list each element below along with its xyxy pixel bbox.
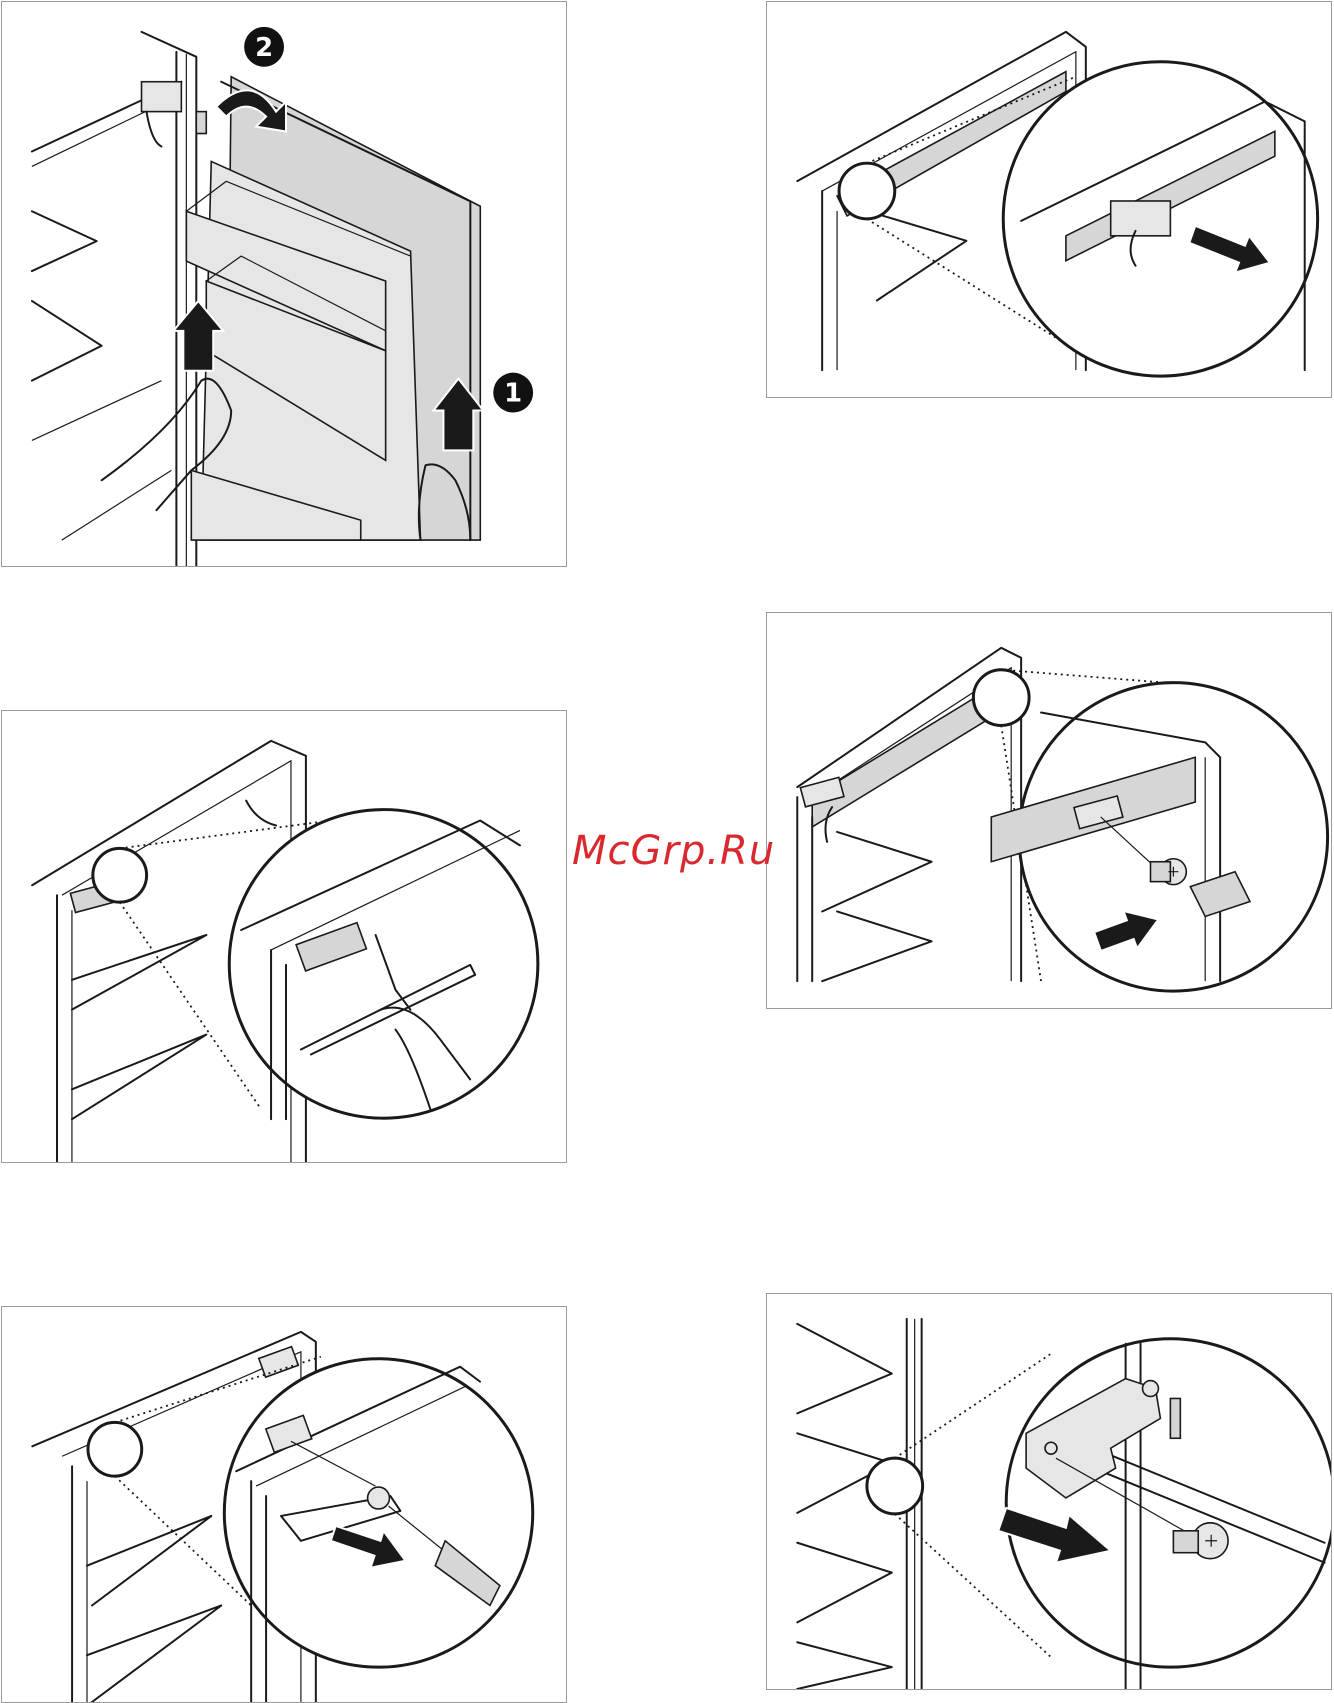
figure-2-remove-cable [766, 1, 1332, 398]
figure-5-unscrew [1, 1306, 567, 1703]
figure-3-remove-cover [1, 710, 567, 1163]
figure-3-illustration [2, 711, 566, 1162]
watermark: McGrp.Ru [572, 828, 772, 874]
figure-5-illustration [2, 1307, 566, 1702]
step-badge-2-label: 2 [255, 33, 273, 63]
figure-6-illustration [767, 1294, 1331, 1689]
figure-4-insert-cover [766, 612, 1332, 1009]
step-badge-1-label: 1 [504, 379, 522, 409]
figure-1-illustration: 2 1 [2, 2, 566, 566]
figure-4-illustration [767, 613, 1331, 1008]
figure-2-illustration [767, 2, 1331, 397]
figure-1-lift-door: 2 1 [1, 1, 567, 567]
figure-6-remove-hinge [766, 1293, 1332, 1690]
